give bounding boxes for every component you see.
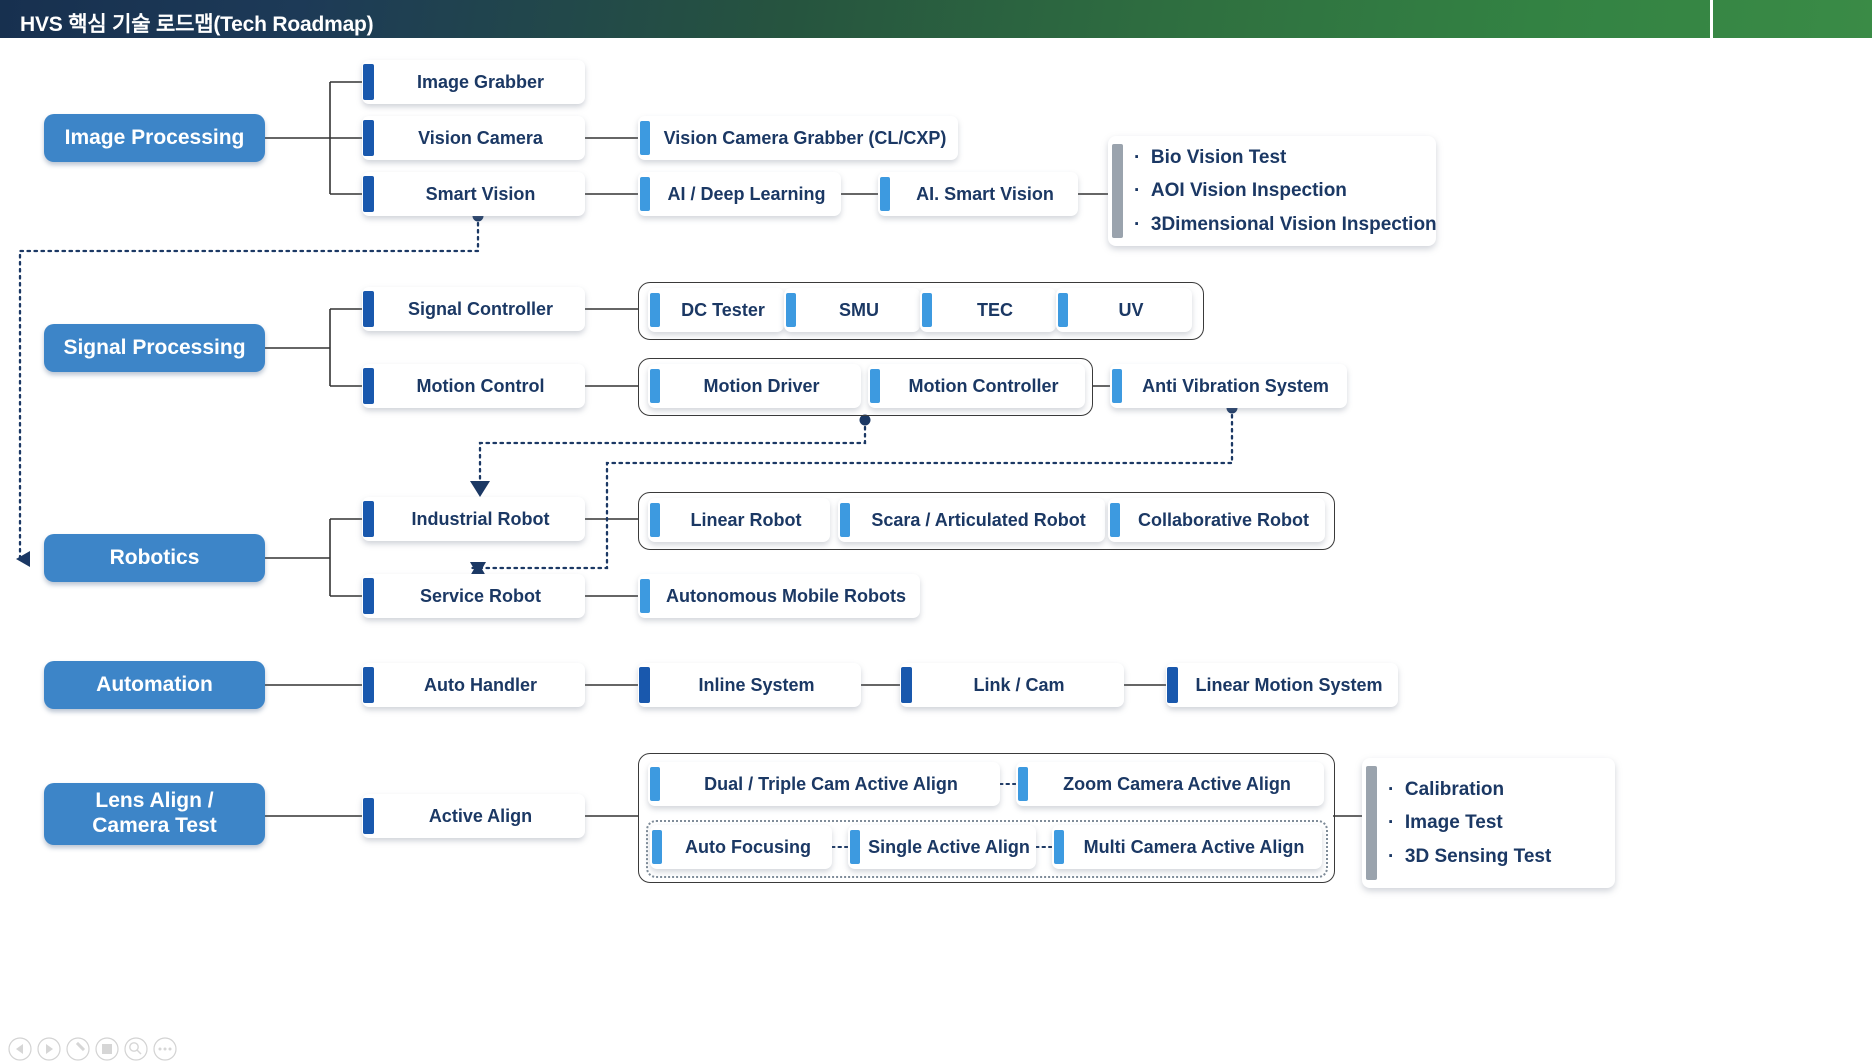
node-ai-smart-vision[interactable]: AI. Smart Vision [878, 172, 1078, 216]
node-uv[interactable]: UV [1056, 288, 1192, 332]
diagram-canvas: Image Processing Image Grabber Vision Ca… [0, 38, 1872, 1063]
page-title: HVS 핵심 기술 로드맵(Tech Roadmap) [20, 13, 374, 36]
node-auto-handler[interactable]: Auto Handler [362, 663, 585, 707]
pen-icon [66, 1037, 90, 1061]
bullet-image-test: Image Test [1388, 806, 1601, 839]
node-dual-triple-cam-active-align[interactable]: Dual / Triple Cam Active Align [648, 762, 1000, 806]
node-smu[interactable]: SMU [784, 288, 920, 332]
node-auto-focusing[interactable]: Auto Focusing [650, 825, 832, 869]
node-industrial-robot[interactable]: Industrial Robot [362, 497, 585, 541]
category-robotics[interactable]: Robotics [44, 534, 265, 582]
connector-dot-motion-driver [859, 414, 871, 426]
category-lens-align-line1: Lens Align / [95, 789, 214, 813]
group-industrial-robot-children [638, 492, 1335, 550]
bullet-calibration: Calibration [1388, 773, 1601, 806]
category-lens-align-line2: Camera Test [92, 814, 217, 837]
bullet-aoi-vision-inspection: AOI Vision Inspection [1134, 174, 1422, 207]
category-signal-processing[interactable]: Signal Processing [44, 324, 265, 372]
group-active-align-children [638, 753, 1335, 883]
node-service-robot[interactable]: Service Robot [362, 574, 585, 618]
more-options-icon [153, 1037, 177, 1061]
node-single-active-align[interactable]: Single Active Align [848, 825, 1036, 869]
next-page-icon [37, 1037, 61, 1061]
node-vision-camera-grabber[interactable]: Vision Camera Grabber (CL/CXP) [638, 116, 958, 160]
node-link-cam[interactable]: Link / Cam [900, 663, 1124, 707]
title-bar-divider [1710, 0, 1713, 38]
group-signal-controller-children [638, 282, 1204, 340]
node-anti-vibration-system[interactable]: Anti Vibration System [1110, 364, 1347, 408]
node-multi-camera-active-align[interactable]: Multi Camera Active Align [1052, 825, 1322, 869]
node-linear-robot[interactable]: Linear Robot [648, 498, 830, 542]
node-zoom-camera-active-align[interactable]: Zoom Camera Active Align [1016, 762, 1324, 806]
group-dotted-active-align-row2 [646, 820, 1328, 878]
node-motion-driver[interactable]: Motion Driver [648, 364, 861, 408]
node-dc-tester[interactable]: DC Tester [648, 288, 784, 332]
arrow-left-robotics [16, 551, 30, 567]
node-motion-controller[interactable]: Motion Controller [868, 364, 1085, 408]
prev-page-icon [8, 1037, 32, 1061]
node-tec[interactable]: TEC [920, 288, 1056, 332]
category-automation[interactable]: Automation [44, 661, 265, 709]
bullet-3d-sensing-test: 3D Sensing Test [1388, 840, 1601, 873]
group-motion-control-children [638, 358, 1093, 416]
node-linear-motion-system[interactable]: Linear Motion System [1166, 663, 1398, 707]
node-ai-deep-learning[interactable]: AI / Deep Learning [638, 172, 841, 216]
bottom-toolbar[interactable] [4, 1036, 224, 1062]
node-motion-control[interactable]: Motion Control [362, 364, 585, 408]
node-vision-camera[interactable]: Vision Camera [362, 116, 585, 160]
node-smart-vision[interactable]: Smart Vision [362, 172, 585, 216]
node-signal-controller[interactable]: Signal Controller [362, 287, 585, 331]
node-autonomous-mobile-robots[interactable]: Autonomous Mobile Robots [638, 574, 920, 618]
node-inline-system[interactable]: Inline System [638, 663, 861, 707]
zoom-icon [124, 1037, 148, 1061]
bullet-bio-vision-test: Bio Vision Test [1134, 141, 1422, 174]
bullet-box-vision-tests: Bio Vision Test AOI Vision Inspection 3D… [1108, 136, 1437, 246]
node-scara-articulated-robot[interactable]: Scara / Articulated Robot [838, 498, 1105, 542]
slide-view-icon [95, 1037, 119, 1061]
bullet-box-camera-tests: Calibration Image Test 3D Sensing Test [1362, 758, 1615, 888]
node-active-align[interactable]: Active Align [362, 794, 585, 838]
category-lens-align-camera-test[interactable]: Lens Align / Camera Test [44, 783, 265, 845]
category-image-processing[interactable]: Image Processing [44, 114, 265, 162]
arrow-down-industrial-robot [470, 481, 490, 497]
bullet-3d-vision-inspection: 3Dimensional Vision Inspection [1134, 208, 1437, 241]
node-image-grabber[interactable]: Image Grabber [362, 60, 585, 104]
title-bar: HVS 핵심 기술 로드맵(Tech Roadmap) [0, 0, 1872, 38]
node-collaborative-robot[interactable]: Collaborative Robot [1108, 498, 1325, 542]
